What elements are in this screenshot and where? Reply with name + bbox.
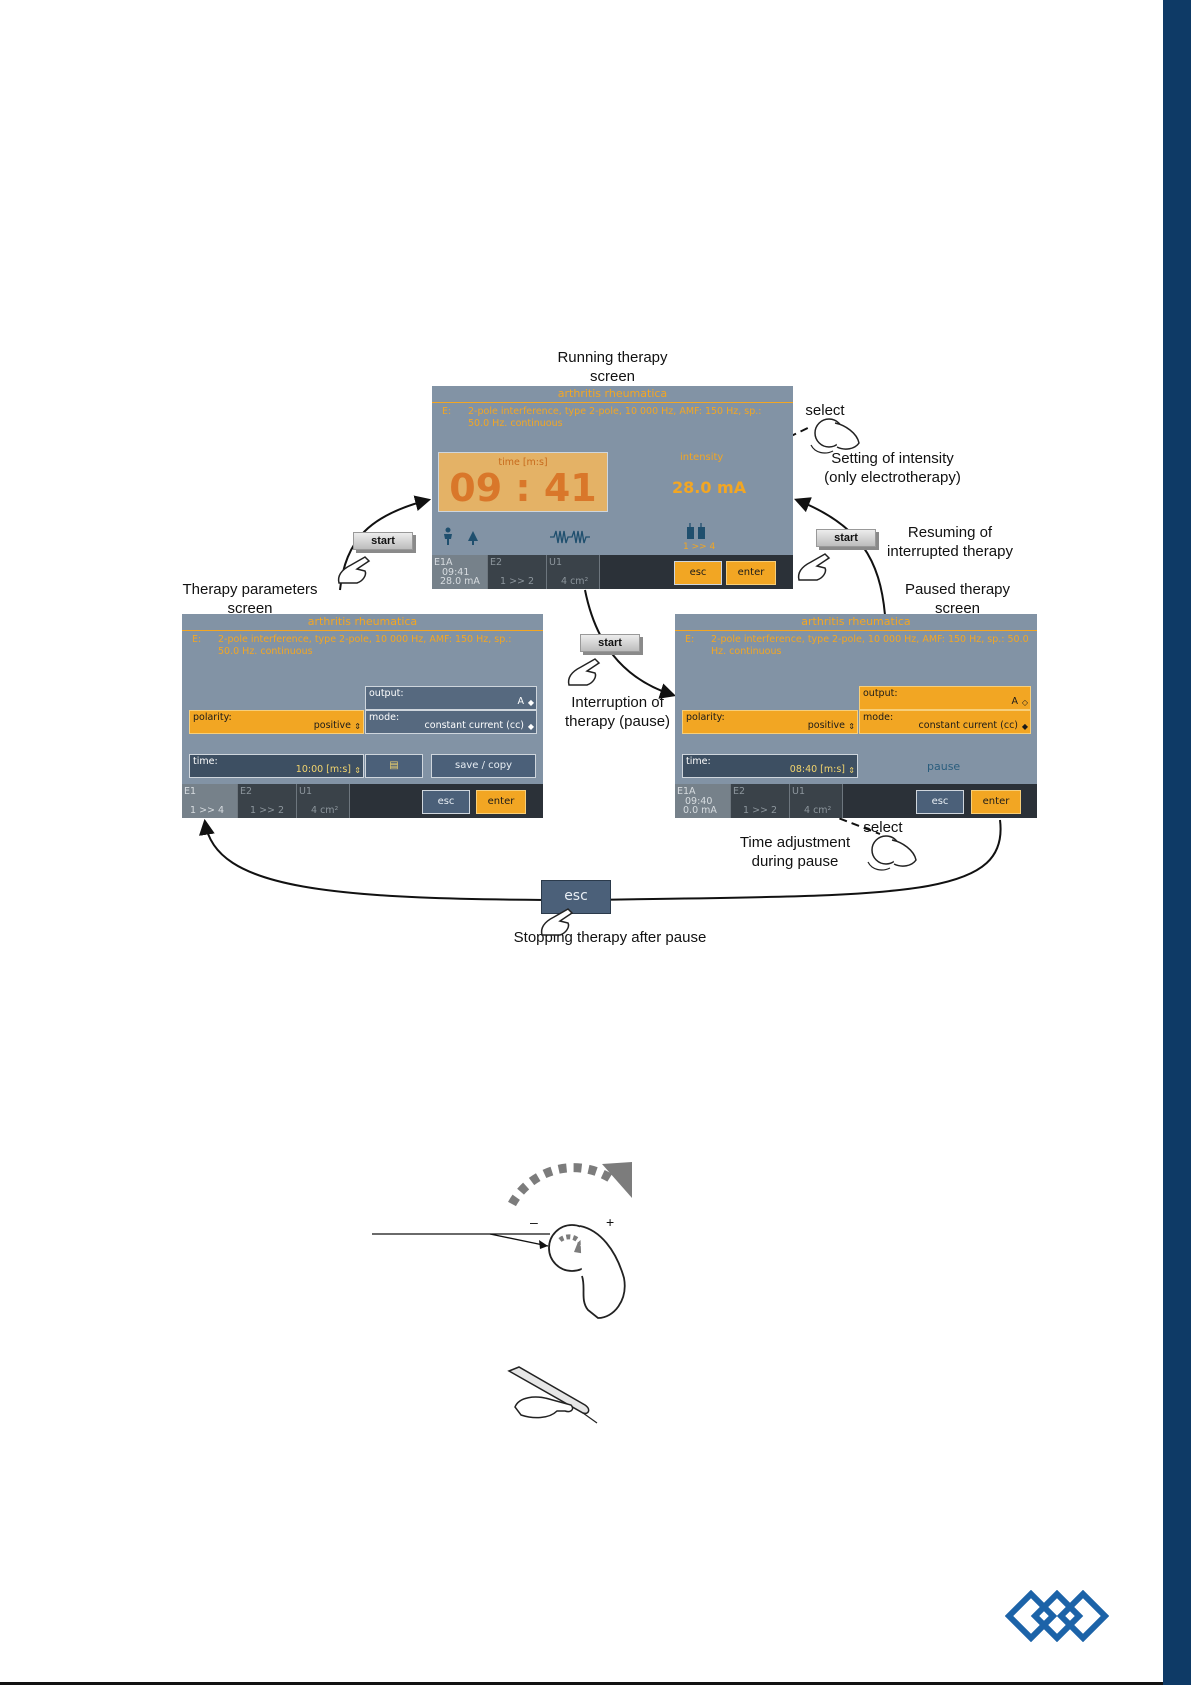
pointing-hand-icon	[540, 908, 574, 936]
tree-icon	[468, 531, 478, 545]
therapy-description: E: 2-pole interference, type 2-pole, 10 …	[442, 406, 762, 429]
therapy-title: arthritis rheumatica	[182, 614, 543, 631]
esc-button[interactable]: esc	[674, 561, 722, 585]
time-field[interactable]: time: 08:40 [m:s] ⇕	[682, 754, 858, 778]
start-key-paused[interactable]: start	[816, 529, 876, 547]
waveform-icon	[550, 530, 590, 544]
output-field[interactable]: output: A ◆	[365, 686, 537, 710]
channel-tab-e1[interactable]: E1A 09:40 0.0 mA	[675, 784, 731, 818]
therapy-title: arthritis rheumatica	[675, 614, 1037, 631]
channel-tab-e1[interactable]: E1 1 >> 4	[182, 784, 238, 818]
params-screen-label: Therapy parameters screen	[182, 581, 318, 617]
mode-field[interactable]: mode: constant current (cc) ◆	[859, 710, 1031, 734]
select-label-top: select	[805, 402, 845, 419]
spin-arrows-icon: ◆	[527, 722, 534, 731]
therapy-parameters-screen: arthritis rheumatica E: 2-pole interfere…	[182, 614, 543, 818]
select-label-bottom: select	[863, 819, 903, 836]
pointing-hand-icon	[567, 658, 601, 686]
channel-tab-u1[interactable]: U1 4 cm²	[297, 784, 350, 818]
spin-arrows-icon: ⇕	[354, 766, 361, 775]
time-display: time [m:s] 09 : 41	[438, 452, 608, 512]
running-therapy-screen: arthritis rheumatica E: 2-pole interfere…	[432, 386, 793, 589]
therapy-description: E: 2-pole interference, type 2-pole, 10 …	[685, 634, 1029, 657]
save-copy-button[interactable]: save / copy	[431, 754, 536, 778]
time-adjust-label: Time adjustment during pause	[739, 834, 851, 870]
paused-therapy-screen: arthritis rheumatica E: 2-pole interfere…	[675, 614, 1037, 818]
applicator-hand-icon	[507, 1366, 598, 1424]
knob-hand-icon	[810, 418, 860, 454]
paused-screen-label: Paused therapy screen	[904, 581, 1011, 617]
start-key-params[interactable]: start	[353, 532, 413, 550]
book-button[interactable]: ▤	[365, 754, 423, 778]
intensity-label: intensity	[680, 452, 724, 463]
spin-arrows-icon: ⇕	[354, 722, 361, 731]
book-icon: ▤	[389, 760, 399, 771]
company-logo-icon	[1005, 1590, 1109, 1642]
mode-field[interactable]: mode: constant current (cc) ◆	[365, 710, 537, 734]
arrow-running-to-paused	[584, 589, 677, 699]
channel-tab-u1[interactable]: U1 4 cm²	[547, 555, 600, 589]
channel-tab-e2[interactable]: E2 1 >> 2	[238, 784, 297, 818]
channel-bar: E1A 09:40 0.0 mA E2 1 >> 2 U1 4 cm² esc …	[675, 784, 1037, 818]
time-label: time [m:s]	[498, 457, 548, 468]
knob-hand-icon	[867, 835, 917, 871]
polarity-field[interactable]: polarity: positive ⇕	[189, 710, 364, 734]
enter-button[interactable]: enter	[726, 561, 776, 585]
esc-key-stop[interactable]: esc	[541, 880, 611, 914]
channel-tab-e1[interactable]: E1A 09:41 28.0 mA	[432, 555, 488, 589]
channel-bar: E1A 09:41 28.0 mA E2 1 >> 2 U1 4 cm² esc…	[432, 555, 793, 589]
polarity-field[interactable]: polarity: positive ⇕	[682, 710, 858, 734]
intensity-value: 28.0 mA	[672, 478, 747, 497]
therapy-title: arthritis rheumatica	[432, 386, 793, 403]
knob-plus-label: +	[606, 1214, 615, 1230]
channel-tab-e2[interactable]: E2 1 >> 2	[731, 784, 790, 818]
output-field[interactable]: output: A ◇	[859, 686, 1031, 710]
side-color-bar	[1163, 0, 1191, 1685]
knob-minus-label: –	[530, 1214, 538, 1230]
channel-tab-e2[interactable]: E2 1 >> 2	[488, 555, 547, 589]
esc-button[interactable]: esc	[422, 790, 470, 814]
channel-tab-u1[interactable]: U1 4 cm²	[790, 784, 843, 818]
pause-status: pause	[927, 760, 961, 773]
resuming-label: Resuming of interrupted therapy	[887, 524, 1013, 560]
electrode-icon	[687, 523, 705, 539]
spin-arrows-icon: ⇕	[848, 766, 855, 775]
channel-text: 1 >> 4	[683, 542, 716, 552]
enter-button[interactable]: enter	[971, 790, 1021, 814]
person-icon	[444, 527, 452, 545]
pointing-hand-icon	[797, 553, 831, 581]
therapy-description: E: 2-pole interference, type 2-pole, 10 …	[192, 634, 512, 657]
bottom-rule	[0, 1682, 1163, 1685]
knob-rotation-illustration	[372, 1162, 632, 1319]
pointing-hand-icon	[337, 556, 371, 584]
interruption-label: Interruption of therapy (pause)	[564, 694, 671, 730]
enter-button[interactable]: enter	[476, 790, 526, 814]
channel-bar: E1 1 >> 4 E2 1 >> 2 U1 4 cm² esc enter	[182, 784, 543, 818]
spin-arrows-icon: ◆	[527, 698, 534, 707]
intensity-setting-label: Setting of intensity (only electrotherap…	[824, 450, 961, 486]
esc-button[interactable]: esc	[916, 790, 964, 814]
spin-arrows-icon: ◆	[1021, 722, 1028, 731]
start-key-running[interactable]: start	[580, 634, 640, 652]
time-field[interactable]: time: 10:00 [m:s] ⇕	[189, 754, 364, 778]
stopping-label: Stopping therapy after pause	[513, 929, 707, 946]
running-screen-label: Running therapy screen	[557, 349, 668, 385]
time-value: 09 : 41	[449, 466, 597, 510]
spin-arrows-icon: ◇	[1021, 698, 1028, 707]
spin-arrows-icon: ⇕	[848, 722, 855, 731]
